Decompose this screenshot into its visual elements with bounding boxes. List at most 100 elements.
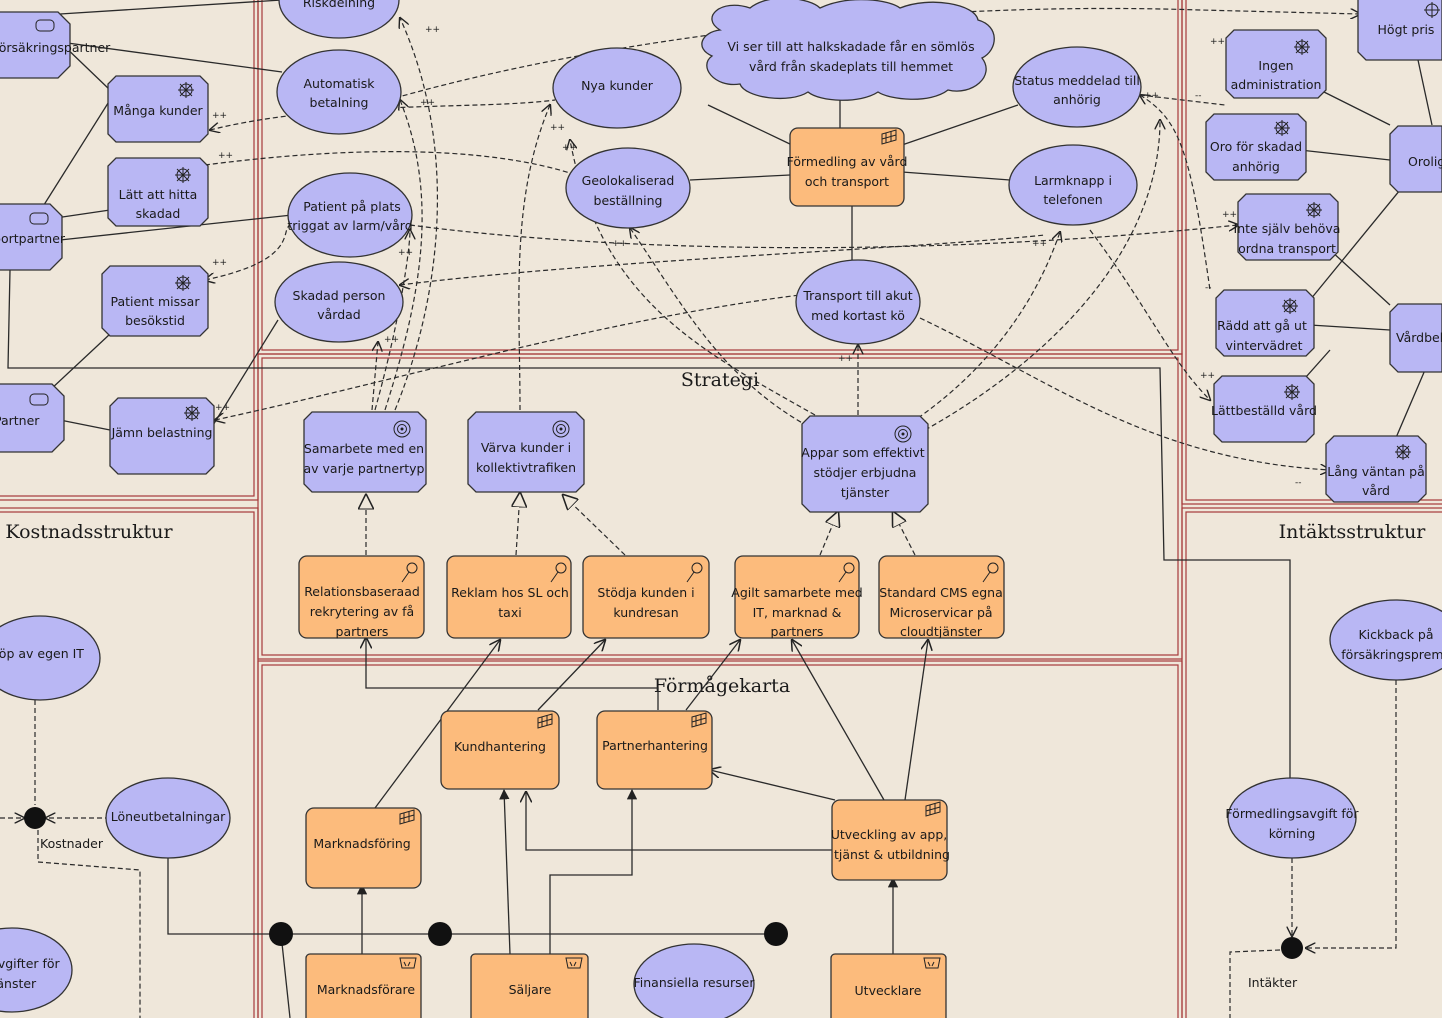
node-label: Löneutbetalningar <box>111 809 226 824</box>
node-avgifter[interactable]: Avgifter för tjänster <box>0 927 73 1013</box>
node-vardbehov[interactable]: Vårdbeh <box>1389 303 1442 373</box>
node-saljare[interactable]: Säljare <box>470 953 589 1018</box>
node-partnerhantering[interactable]: Partnerhantering <box>596 710 713 790</box>
svg-text:++: ++ <box>425 25 440 35</box>
node-agilt-samarbete[interactable]: Agilt samarbete med IT, marknad & partne… <box>731 555 863 639</box>
node-inte-sjalv[interactable]: Inte själv behöva ordna transport <box>1234 193 1341 261</box>
node-label: tjänster <box>841 485 890 500</box>
node-label: Finansiella resurser <box>634 975 756 990</box>
node-formedlingsavgift[interactable]: Förmedlingsavgift för körning <box>1225 777 1359 859</box>
node-lattbestalld-vard[interactable]: Lättbeställd vård <box>1211 375 1317 443</box>
role-icon <box>565 957 583 969</box>
node-label: vård från skadeplats till hemmet <box>749 59 953 74</box>
node-patient-missar[interactable]: Patient missar besökstid <box>101 265 209 337</box>
node-radd-att-ga-ut[interactable]: Rädd att gå ut vintervädret <box>1215 289 1315 357</box>
node-forsakringspartner[interactable]: Försäkringspartner <box>0 11 111 79</box>
driver-icon <box>1424 2 1440 18</box>
node-label: skadad <box>136 206 181 221</box>
node-kundhantering[interactable]: Kundhantering <box>440 710 560 790</box>
node-utveckling[interactable]: Utveckling av app, tjänst & utbildning <box>831 799 950 881</box>
node-kickback[interactable]: Kickback på försäkringspremie <box>1329 599 1442 681</box>
node-label: Patient missar <box>111 294 201 309</box>
driver-icon <box>1282 298 1298 314</box>
node-geolokaliserad[interactable]: Geolokaliserad beställning <box>565 147 691 229</box>
node-nya-kunder[interactable]: Nya kunder <box>552 47 682 129</box>
node-label: Transport till akut <box>802 288 912 303</box>
node-oro-skadad[interactable]: Oro för skadad anhörig <box>1205 113 1307 181</box>
node-loneutbetalningar[interactable]: Löneutbetalningar <box>105 777 231 859</box>
node-value-cloud[interactable]: Vi ser till att halkskadade får en sömlö… <box>701 0 995 101</box>
serving-lines <box>356 638 928 955</box>
node-relationsbaserad[interactable]: Relationsbaseraad rekrytering av få part… <box>298 555 425 639</box>
node-appar[interactable]: Appar som effektivt stödjer erbjudna tjä… <box>801 415 929 513</box>
node-label: Samarbete med en <box>304 441 424 456</box>
svg-text:--: -- <box>1195 91 1202 101</box>
label-intakter: Intäkter <box>1248 975 1298 990</box>
node-patient-pa-plats[interactable]: Patient på plats triggat av larm/vård <box>287 172 413 258</box>
node-label: tjänst & utbildning <box>834 847 950 862</box>
node-standard-cms[interactable]: Standard CMS egna Microservicar på cloud… <box>878 555 1005 639</box>
node-label: Jämn belastning <box>111 425 213 440</box>
node-label: ordna transport <box>1238 241 1336 256</box>
node-label: Orolig <box>1408 154 1442 169</box>
node-riskdelning[interactable]: Riskdelning <box>278 0 400 39</box>
node-label: Värva kunder i <box>481 440 571 455</box>
node-automatisk-betalning[interactable]: Automatisk betalning <box>276 49 402 135</box>
node-samarbete[interactable]: Samarbete med en av varje partnertyp <box>303 411 427 493</box>
principle-icon <box>686 562 703 583</box>
node-stodja-kunden[interactable]: Stödja kunden i kundresan <box>582 555 710 639</box>
driver-icon <box>1395 444 1411 460</box>
node-label: administration <box>1231 77 1322 92</box>
node-partner[interactable]: Partner <box>0 383 65 453</box>
node-label: vård <box>1362 483 1390 498</box>
node-label: Kundhantering <box>454 739 546 754</box>
capability-map: Kundhantering Partnerhantering Marknadsf… <box>305 710 950 1018</box>
node-ingen-administration[interactable]: Ingen administration <box>1225 29 1327 99</box>
node-formedling[interactable]: Förmedling av vård och transport <box>787 127 908 207</box>
node-label: Ingen <box>1258 58 1293 73</box>
node-label: Transportpartner <box>0 231 66 246</box>
node-marknadsforare[interactable]: Marknadsförare <box>305 953 422 1018</box>
node-orolig[interactable]: Orolig <box>1389 125 1442 193</box>
node-label: Vårdbeh <box>1396 330 1442 345</box>
node-utvecklare[interactable]: Utvecklare <box>830 953 947 1018</box>
node-label: Inte själv behöva <box>1234 221 1341 236</box>
node-label: Oro för skadad <box>1210 139 1302 154</box>
node-status-meddelad[interactable]: Status meddelad till anhörig <box>1012 46 1142 128</box>
node-label: kollektivtrafiken <box>476 460 576 475</box>
node-hogt-pris[interactable]: Högt pris <box>1357 0 1442 61</box>
node-lang-vantan[interactable]: Lång väntan på vård <box>1325 435 1427 503</box>
svg-text:++: ++ <box>398 248 413 258</box>
node-label: Nya kunder <box>581 78 654 93</box>
goal-icon <box>894 425 912 443</box>
section-title-formagekarta: Förmågekarta <box>654 675 790 697</box>
node-label: betalning <box>310 95 369 110</box>
node-label: cloudtjänster <box>900 624 983 639</box>
node-latt-att-hitta[interactable]: Lätt att hitta skadad <box>107 157 209 227</box>
node-transport-akut[interactable]: Transport till akut med kortast kö <box>795 259 921 345</box>
node-egen-it[interactable]: köp av egen IT <box>0 615 101 701</box>
node-label: vårdad <box>317 307 361 322</box>
node-finansiella-resurser[interactable]: Finansiella resurser <box>633 943 756 1018</box>
node-label: Status meddelad till <box>1014 73 1140 88</box>
driver-icon <box>1294 39 1310 55</box>
node-label: IT, marknad & <box>753 605 842 620</box>
svg-text:++: ++ <box>384 335 399 345</box>
node-label: körning <box>1269 826 1316 841</box>
node-varva-kunder[interactable]: Värva kunder i kollektivtrafiken <box>467 411 585 493</box>
node-manga-kunder[interactable]: Många kunder <box>107 75 209 143</box>
node-label: Geolokaliserad <box>582 173 675 188</box>
node-label: stödjer erbjudna <box>814 465 917 480</box>
node-larmknapp[interactable]: Larmknapp i telefonen <box>1008 144 1138 226</box>
node-reklam[interactable]: Reklam hos SL och taxi <box>446 555 572 639</box>
node-transportpartner[interactable]: Transportpartner <box>0 203 66 271</box>
node-label: Marknadsföring <box>313 836 410 851</box>
node-marknadsforing[interactable]: Marknadsföring <box>305 807 422 889</box>
node-label: partners <box>771 624 824 639</box>
function-icon <box>925 801 941 817</box>
node-skadad-person[interactable]: Skadad person vårdad <box>274 261 404 343</box>
section-title-strategi: Strategi <box>681 369 759 391</box>
node-jamn-belastning[interactable]: Jämn belastning <box>109 397 215 475</box>
node-label: triggat av larm/vård <box>287 218 412 233</box>
